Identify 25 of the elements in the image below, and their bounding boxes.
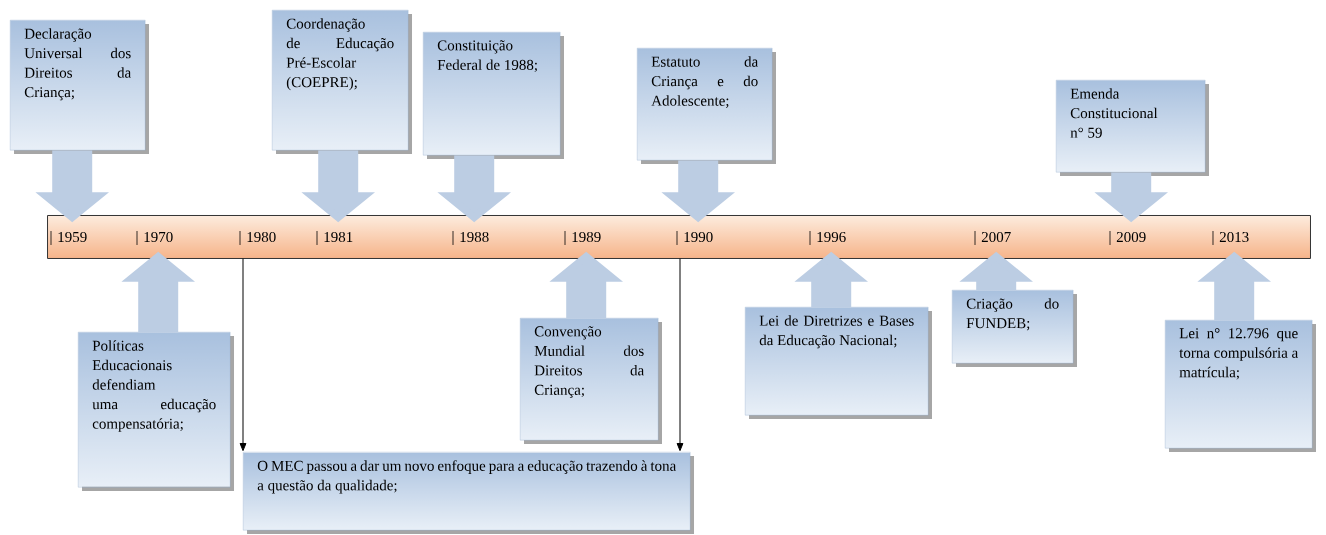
year-label: 1980	[239, 230, 276, 246]
arrow	[239, 258, 247, 452]
year-label: 1959	[50, 230, 87, 246]
callout-box: Estatuto da Criança e do Adolescente;	[637, 48, 776, 164]
callout-box: Políticas Educacionais defendiam uma educação compensatória;	[78, 332, 234, 491]
callout-box: Coordenação de Educação Pré-Escolar (COEPRE);	[272, 10, 412, 154]
callout-box: Criação do FUNDEB;	[952, 290, 1077, 367]
timeline-bar	[47, 215, 1311, 259]
year-label: 1981	[316, 230, 353, 246]
year-label: 2009	[1109, 230, 1146, 246]
year-label: 2007	[974, 230, 1011, 246]
callout-box: O MEC passou a dar um novo enfoque para a educação trazendo à tona a questão da qualidade;	[243, 452, 694, 534]
arrow	[676, 258, 684, 452]
year-label: 1990	[676, 230, 713, 246]
callout-box: Convenção Mundial dos Direitos da Criança;	[520, 318, 662, 444]
year-label: 1988	[452, 230, 489, 246]
year-label: 1989	[564, 230, 601, 246]
callout-box: Lei de Diretrizes e Bases da Educação Nacional;	[745, 307, 932, 419]
callout-box: Lei n° 12.796 que torna compulsória a matrícula;	[1165, 320, 1316, 452]
year-label: 1996	[809, 230, 846, 246]
year-label: 1970	[136, 230, 173, 246]
callout-box: Declaração Universal dos Direitos da Criança;	[10, 20, 149, 154]
callout-box: Constituição Federal de 1988;	[423, 32, 564, 159]
year-label: 2013	[1212, 230, 1249, 246]
callout-box: Emenda Constitucional n° 59	[1056, 80, 1209, 176]
